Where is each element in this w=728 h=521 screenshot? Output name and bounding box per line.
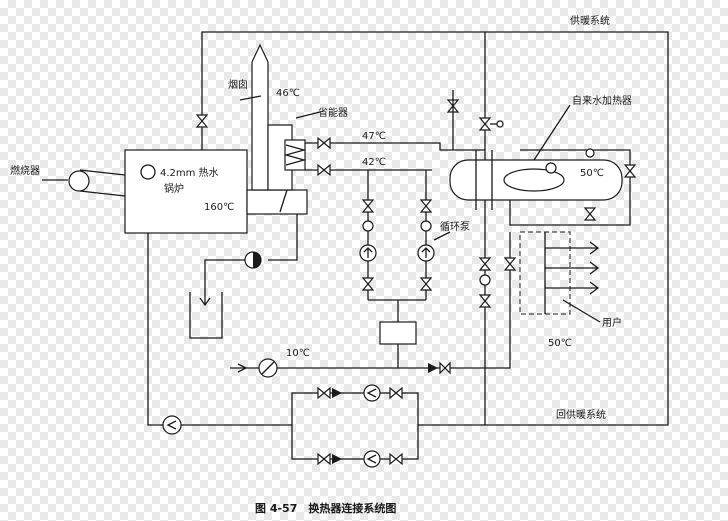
chimney: 烟囱 46℃ — [228, 43, 308, 215]
chimney-valve — [195, 114, 209, 128]
circulation-pump-group: 循环泵 — [359, 170, 470, 368]
return-heating-label: 回供暖系统 — [556, 408, 606, 421]
chimney-temp: 46℃ — [276, 88, 300, 99]
temp-42: 42℃ — [362, 157, 386, 168]
heating-riser-valves — [446, 90, 504, 150]
burner: 燃烧器 — [10, 164, 126, 197]
boiler-label-2: 锅炉 — [164, 183, 184, 195]
tap-water-heater: 自来水加热器 50℃ — [449, 94, 637, 226]
user-temp: 50℃ — [548, 338, 572, 349]
figure-caption: 图 4-57 换热器连接系统图 — [255, 501, 396, 515]
boiler: 4.2mm 热水 锅炉 160℃ — [124, 149, 248, 234]
return-heating-loop — [147, 233, 485, 468]
boiler-label: 4.2mm 热水 — [160, 166, 219, 179]
heater-label: 自来水加热器 — [572, 94, 632, 107]
drain-section — [189, 214, 298, 339]
economizer: 省能器 — [283, 106, 348, 171]
boiler-temp: 160℃ — [204, 202, 234, 213]
heater-temp: 50℃ — [580, 168, 604, 179]
user-section: 用户 50℃ — [478, 231, 622, 349]
heating-system-label: 供暖系统 — [570, 14, 610, 27]
user-label: 用户 — [602, 316, 622, 329]
burner-label: 燃烧器 — [10, 164, 40, 177]
inlet-temp: 10℃ — [286, 348, 310, 359]
circulation-pump-label: 循环泵 — [440, 220, 470, 233]
economizer-label: 省能器 — [318, 106, 348, 119]
heating-system-loop — [201, 31, 669, 426]
cold-water-inlet: 10℃ — [230, 310, 511, 378]
temp-47: 47℃ — [362, 131, 386, 142]
chimney-label: 烟囱 — [228, 78, 248, 91]
